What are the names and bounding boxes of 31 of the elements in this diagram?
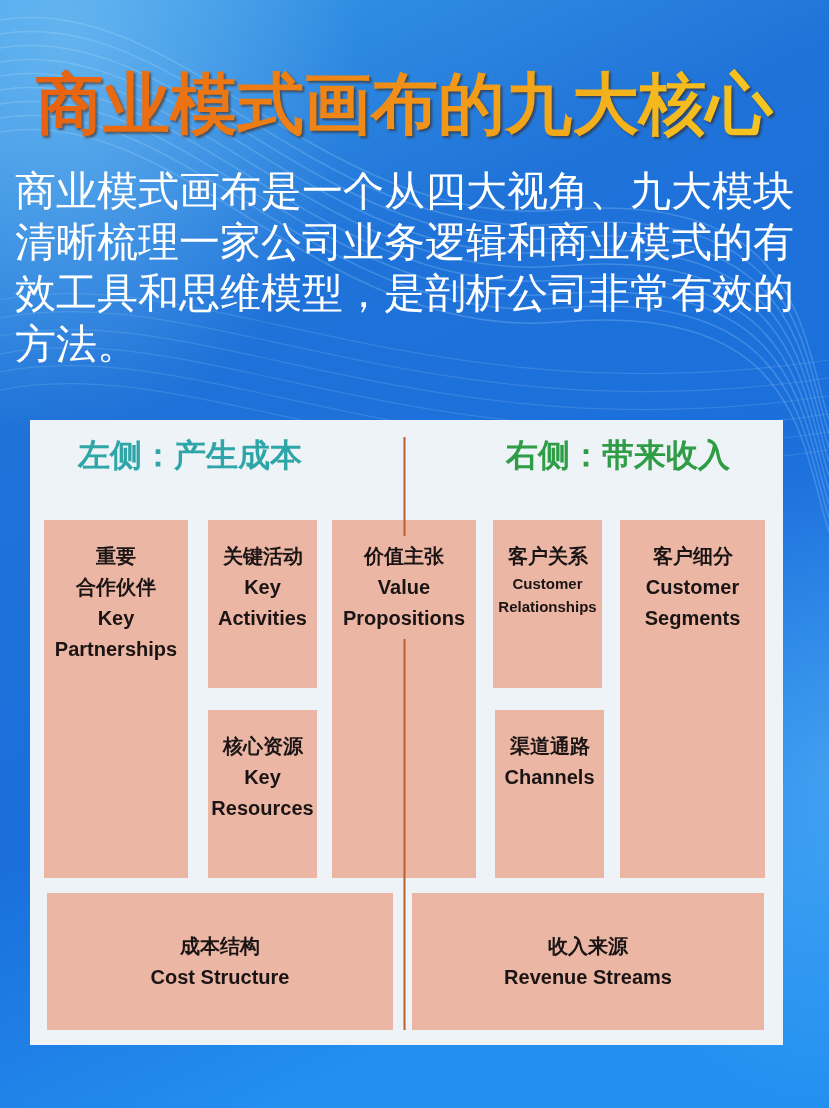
canvas-block (47, 893, 393, 1030)
block-title: 渠道通路 (509, 734, 590, 759)
canvas-block (493, 520, 602, 688)
canvas-block (208, 520, 317, 688)
side-heading: 左侧：产生成本 (78, 436, 302, 474)
block-title: 收入来源 (548, 933, 628, 959)
block-subtitle: Channels (504, 765, 595, 790)
block-subtitle: Revenue Streams (504, 964, 672, 990)
block-title: 关键活动 (222, 544, 303, 569)
canvas-block (620, 520, 765, 878)
block-title: 核心资源 (222, 734, 303, 759)
block-subtitle: Key Activities (218, 575, 307, 631)
canvas-block (495, 710, 604, 878)
canvas-block (208, 710, 317, 878)
block-title: 成本结构 (180, 933, 260, 959)
block-subtitle: Customer Relationships (498, 574, 597, 617)
block-title: 重要合作伙伴 (76, 544, 156, 600)
block-subtitle: Value Propositions (342, 575, 466, 631)
intro-paragraph: 商业模式画布是一个从四大视角、九大模块清晰梳理一家公司业务逻辑和商业模式的有效工具和思维模型，是剖析公司非常有效的方法。 (15, 167, 795, 369)
canvas-panel (30, 420, 783, 1045)
canvas-block (44, 520, 188, 878)
block-title: 价值主张 (364, 544, 444, 569)
block-subtitle: Key Resources (211, 765, 314, 821)
block-title: 客户细分 (652, 544, 733, 569)
canvas-block (412, 893, 764, 1030)
side-heading: 右侧：带来收入 (506, 436, 730, 474)
block-subtitle: Customer Segments (644, 575, 741, 631)
block-title: 客户关系 (507, 544, 588, 569)
canvas-block (332, 520, 476, 878)
block-subtitle: Cost Structure (150, 964, 290, 990)
block-subtitle: Key Partnerships (54, 606, 178, 662)
